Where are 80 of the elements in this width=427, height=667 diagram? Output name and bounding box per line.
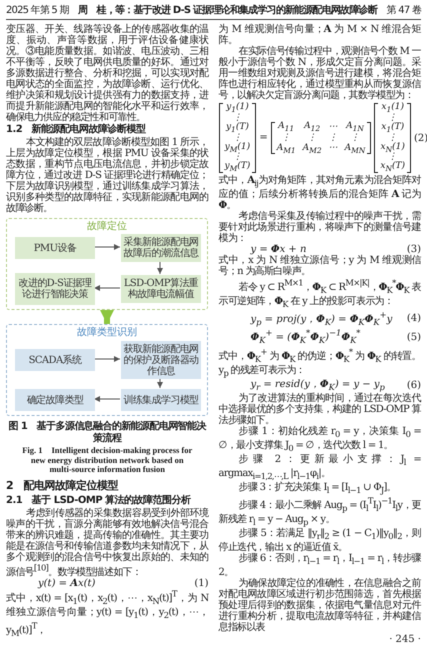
matrix-entry: ⋮ (350, 134, 360, 143)
section-heading: 2 配电网故障定位模型 (6, 480, 120, 492)
body-paragraph: 式中，A$_{ij}$为对角矩阵，其对角元素为混合矩阵对应的值；后续分析将转换后的混合矩阵 A 记为 Φ。 (218, 175, 421, 212)
arrow (100, 310, 114, 324)
section-heading: 2.1 基于 LSD-OMP 算法的故障范围分析 (6, 494, 192, 506)
matrix-entry: ⋮ (232, 114, 242, 123)
arrow (157, 378, 163, 388)
process-box: PMU设备 (15, 237, 95, 259)
algorithm-step: 步骤 6：否则，r$_{l−1}$ = r$_{l}$，I$_{l−1}$ = r$_{l}$，转步骤 2。 (218, 552, 421, 578)
matrix-entry: y$_{1}$(T) (226, 122, 249, 134)
process-box: 获取新能源配电网的保护及断路器动作信息 (121, 341, 201, 379)
process-box: LSD-OMP算法重构故障电流幅值 (121, 275, 201, 303)
group-panel (6, 324, 208, 416)
process-box: SCADA系统 (15, 349, 95, 371)
equation: y(t) = Ax(t) (38, 578, 96, 589)
matrix-entry: x$_{N}$(T) (380, 162, 406, 174)
arrow (94, 396, 120, 402)
matrix-entry: ⋮ (308, 134, 317, 143)
equation: y$_{p}$ = proj(y，Φ$_{K}$) = Φ$_{K}$Φ$_{K}$$^{+}$y (250, 310, 392, 328)
body-paragraph: 式中，x 为 N 维独立源信号；y 为 M 维观测信号；n 为高斯白噪声。 (218, 255, 421, 278)
body-paragraph: 为确保故障定位的准确性，在信息融合之前对配电网故障区域进行初步范围筛选，首先根据预处理后得到的数据集，依据电气量信息对元件进行重构分析，提取电流故障等特征，并构建信息指标以表 (218, 578, 421, 633)
algorithm-step: 步骤 1：初始化残差 r$_{0}$ = y，决策集 I$_{0}$ = ∅，最小支撑集 J$_{0}$ = ∅，迭代次数 l = 1。 (218, 426, 421, 454)
matrix-entry: ⋮ (388, 153, 398, 162)
group-title: 故障类型识别 (77, 327, 137, 339)
matrix-entry: ⋮ (232, 134, 242, 143)
matrix-entry: y$_{M}$(T) (224, 162, 250, 174)
group-panel (6, 218, 208, 310)
algorithm-step: 步骤 5：若满足 ‖y$_{r}$‖$_{2}$ ≥ (1 − C$_{1}$)‖y$_{0}$‖$_{2}$，则停止迭代，输出 x 的逼近值 x̄。 (218, 528, 421, 553)
process-box: 采集新能源配电网故障后的潮流信息 (121, 234, 201, 262)
matrix-entry: A$_{M2}$ (302, 144, 322, 154)
process-box: 改进的D-S证据理论进行智能决策 (15, 273, 95, 305)
body-paragraph: 在实际信号传输过程中，观测信号个数 M 一般小于源信号个数 N，形成欠定盲分离问题。采用一维数组对观测及源信号进行建模，将混合矩阵也进行相应转化，通过模型重构从而恢复源信号，以解决欠定盲源分离问题，其数学模型为： (218, 46, 421, 101)
group-title: 故障定位 (87, 221, 127, 233)
equation-number: (3) (406, 244, 421, 256)
equation: y = Φx + n (250, 244, 306, 256)
figure-caption-english: Fig. 1 Intelligent decision-making process for new energy distribution network based on multi-source information fusion (21, 446, 194, 474)
arrow (94, 285, 120, 291)
arrow (94, 244, 120, 250)
equation-number: (6) (406, 380, 421, 391)
process-box: 确定故障类型 (15, 389, 95, 411)
body-paragraph: 为了改进算法的重构时间，通过在每次迭代中选择最优的多个支持集，构建的 LSD-OMP 算法步骤如下。 (218, 392, 421, 426)
body-paragraph: 式中，x(t) = [x$_{1}$(t)，x$_{2}$(t)，⋯，x$_{N}$(t)]$^{T}$，为 N 维独立源信号向量；y(t) = [y$_{1}$(t)，y$_{2}$(t)，⋯，y$_{M}$(t)]$^{T}$， (6, 588, 208, 640)
matrix-entry: A$_{1N}$ (346, 122, 364, 133)
process-box: 训练集成学习模型 (121, 389, 201, 411)
matrix-entry: x$_{N}$(1) (380, 142, 405, 154)
matrix-entry: ⋮ (328, 134, 338, 143)
body-paragraph: 本文构建的双层故障诊断模型如图 1 所示，上层为故障定位模型，根据 PMU 设备采集的状态数据，重构节点电压电流信息，并初步锁定故障方位，通过改进 D-S 证据理论进行精确定位；下层为故障识别模型，通过训练集成学习算法，识别多种类型的故障特征，实现新能源配电网的故障诊断。 (6, 137, 208, 214)
matrix-entry: x$_{1}$(1) (381, 103, 404, 114)
matrix-entry: ⋮ (388, 134, 398, 143)
section-heading: 1.2 新能源配电网故障诊断模型 (6, 124, 147, 136)
equation-number: (4) (406, 313, 421, 324)
page-number: · 245 · (389, 634, 421, 645)
equation-number: (1) (194, 578, 208, 589)
arrow (94, 356, 120, 362)
issue-number: 2025 年第 5 期 (6, 5, 69, 17)
matrix-entry: A$_{12}$ (304, 122, 320, 133)
equals-sign: = (259, 132, 268, 144)
matrix-entry: ⋯ (328, 122, 338, 132)
matrix-entry: y$_{M}$(1) (224, 142, 250, 154)
matrix-entry: A$_{M1}$ (276, 144, 296, 154)
algorithm-step: 步骤 2：更新最小支撑：J$_{l}$ = argmax$_{i=1,2,⋯,L}$ |r$_{l−1}$φ$_{i}$|。 (218, 454, 421, 482)
figure-caption: 图 1 基于多源信息融合的新能源配电网智能决策流程 (8, 421, 208, 445)
equation: y$_{r}$ = resid(y，Φ$_{K}$) = y − y$_{p}$ (250, 378, 385, 392)
algorithm-step: 步骤 4：最小二乘解 Aug$_{p}$ = (I$_{l}$$^{T}$I$_{l}$)$^{−1}$I$_{l}$y，更新残差 r$_{l}$ = y − Aug$_{p}$ × y。 (218, 496, 421, 528)
matrix-entry: x$_{1}$(T) (381, 122, 404, 134)
arrow (157, 260, 163, 274)
matrix-entry: y$_{1}$(1) (226, 103, 249, 114)
matrix-entry: ⋮ (282, 134, 291, 143)
body-paragraph: 为 M 维观测信号向量；A 为 M × N 维混合矩阵。 (218, 24, 421, 46)
equation-number: (2) (414, 132, 427, 144)
equation-number: (5) (406, 332, 421, 342)
running-title: 周 桂，等：基于改进 D-S 证据理论和集成学习的新能源配电网故障诊断 (78, 5, 378, 17)
body-paragraph: 变压器、开关、线路等设备上的传感器收集的温度、振动、声音等数据，用于评估设备健康状况。③电能质量数据。如谐波、电压波动、三相不平衡等，反映了电网供电质量的好坏。通过对多源数据进行整合、分析和挖掘，可以实现对配电网状态的全面监控，为故障诊断、运行优化、维护决策和规划设计提供强有力的数据支持，进而提升新能源配电网的智能化水平和运行效率，确保电力供应的稳定性和可靠性。 (6, 24, 208, 123)
volume-number: 第 47 卷 (386, 5, 421, 17)
matrix-entry: A$_{11}$ (278, 122, 294, 133)
matrix-entry: ⋮ (388, 114, 398, 123)
matrix-entry: A$_{MN}$ (344, 144, 366, 154)
algorithm-step: 步骤 3：扩充决策集 I$_{l}$ = [I$_{l−1}$ ∪ Φ$_{J}$]。 (218, 482, 421, 496)
matrix-entry: ⋯ (328, 144, 338, 154)
matrix-entry: ⋮ (232, 153, 242, 162)
